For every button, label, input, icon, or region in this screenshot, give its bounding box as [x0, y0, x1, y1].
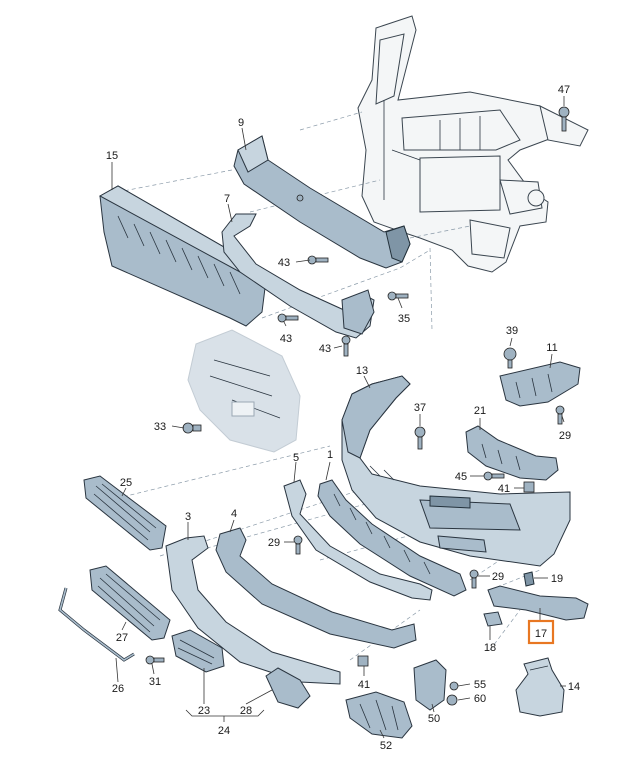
screw-43a	[307, 255, 329, 265]
screw-43b	[277, 313, 299, 323]
highlight-box-17	[527, 619, 555, 645]
label-37: 37	[414, 402, 426, 414]
clip-41b	[357, 655, 369, 667]
screw-35	[387, 291, 409, 301]
part-4-lower-spoiler	[215, 527, 417, 649]
part-26-trim-strip	[58, 587, 135, 662]
label-1: 1	[327, 449, 333, 461]
label-28: 28	[240, 705, 252, 717]
label-4: 4	[231, 508, 237, 520]
label-43b: 43	[280, 333, 292, 345]
label-31: 31	[149, 676, 161, 688]
part-18-clip	[483, 611, 503, 627]
part-9-bumper-carrier-beam	[233, 135, 411, 269]
screw-29a	[555, 405, 565, 425]
label-45: 45	[455, 471, 467, 483]
label-5: 5	[293, 452, 299, 464]
part-28-cover	[265, 667, 311, 709]
part-7-bracket-rail	[221, 213, 375, 339]
label-41a: 41	[498, 483, 510, 495]
label-50: 50	[428, 713, 440, 725]
label-14: 14	[568, 681, 580, 693]
label-25: 25	[120, 477, 132, 489]
label-55: 55	[474, 679, 486, 691]
label-24: 24	[218, 725, 230, 737]
part-25-upper-grille	[83, 475, 167, 551]
label-39: 39	[506, 325, 518, 337]
nut-60	[446, 694, 458, 706]
part-17-trim-panel	[487, 585, 589, 621]
label-15: 15	[106, 150, 118, 162]
screw-45	[483, 471, 505, 481]
nut-55	[449, 681, 459, 691]
label-47: 47	[558, 84, 570, 96]
label-29c: 29	[492, 571, 504, 583]
screw-31	[145, 655, 165, 665]
part-19-clip	[523, 571, 535, 587]
label-33: 33	[154, 421, 166, 433]
label-7: 7	[224, 193, 230, 205]
clip-33	[182, 422, 202, 434]
bumper-ghost-section	[187, 329, 301, 453]
part-14-bag	[515, 657, 565, 717]
fasteners	[145, 106, 570, 706]
part-13-bumper-cover	[341, 375, 571, 567]
label-18: 18	[484, 642, 496, 654]
part-5-strip	[283, 479, 433, 601]
label-35: 35	[398, 313, 410, 325]
part-52-air-guide	[345, 691, 413, 739]
part-27-lower-grille	[89, 565, 171, 641]
screw-43c	[341, 335, 351, 357]
label-3: 3	[185, 511, 191, 523]
screw-29b	[293, 535, 303, 555]
label-43c: 43	[319, 343, 331, 355]
label-9: 9	[238, 117, 244, 129]
label-29b: 29	[268, 537, 280, 549]
part-21-side-guide	[465, 425, 559, 481]
part-11-bracket	[499, 361, 581, 407]
screw-29c	[469, 569, 479, 589]
label-23: 23	[198, 705, 210, 717]
label-21: 21	[474, 405, 486, 417]
label-19: 19	[551, 573, 563, 585]
part-labels: 15 9 7 43 43 43 35 47 39 11 13 33 37 21 …	[106, 84, 580, 752]
part-23-fog-grille	[171, 629, 225, 673]
label-17: 17	[535, 628, 547, 640]
part-1-reinforcement	[317, 479, 467, 597]
label-52: 52	[380, 740, 392, 752]
label-27: 27	[116, 632, 128, 644]
screw-47	[558, 106, 570, 132]
part-50-bracket	[413, 659, 447, 711]
part-3-spoiler	[165, 535, 341, 685]
part-15-energy-absorber	[98, 185, 267, 327]
label-43a: 43	[278, 257, 290, 269]
screw-37	[414, 426, 426, 450]
label-13: 13	[356, 365, 368, 377]
clip-41a	[523, 481, 535, 493]
clip-39	[503, 347, 517, 369]
label-26: 26	[112, 683, 124, 695]
label-60: 60	[474, 693, 486, 705]
leader-lines	[111, 96, 566, 739]
label-41b: 41	[358, 679, 370, 691]
label-11: 11	[546, 342, 557, 354]
label-29a: 29	[559, 430, 571, 442]
